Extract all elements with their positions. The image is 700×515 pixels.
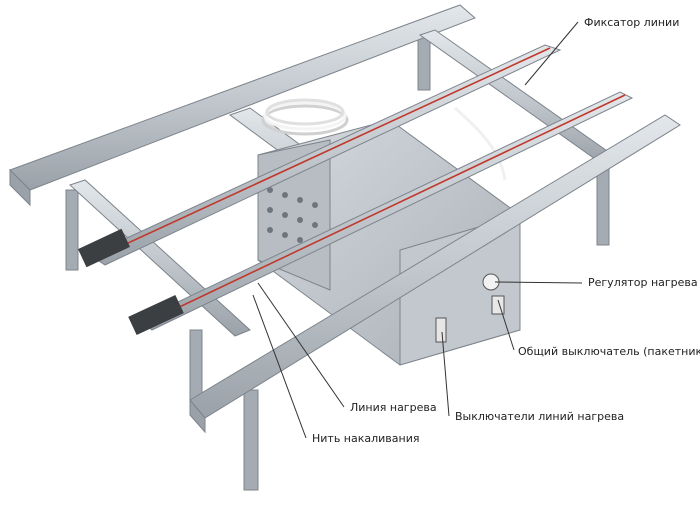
label-heat-regulator: Регулятор нагрева bbox=[588, 276, 698, 289]
main-switch bbox=[491, 295, 505, 315]
label-filament: Нить накаливания bbox=[312, 432, 420, 445]
frame-legs bbox=[65, 29, 610, 491]
label-line-clamp: Фиксатор линии bbox=[584, 16, 680, 29]
line-switches bbox=[435, 317, 447, 343]
heating-line-back bbox=[78, 44, 562, 268]
label-line-switches: Выключатели линий нагрева bbox=[455, 410, 625, 423]
label-heating-line: Линия нагрева bbox=[350, 401, 437, 414]
cable-coil bbox=[261, 98, 507, 181]
heating-line-front bbox=[128, 91, 634, 336]
label-main-switch: Общий выключатель (пакетник) bbox=[518, 345, 700, 358]
leader-lines bbox=[252, 21, 583, 439]
